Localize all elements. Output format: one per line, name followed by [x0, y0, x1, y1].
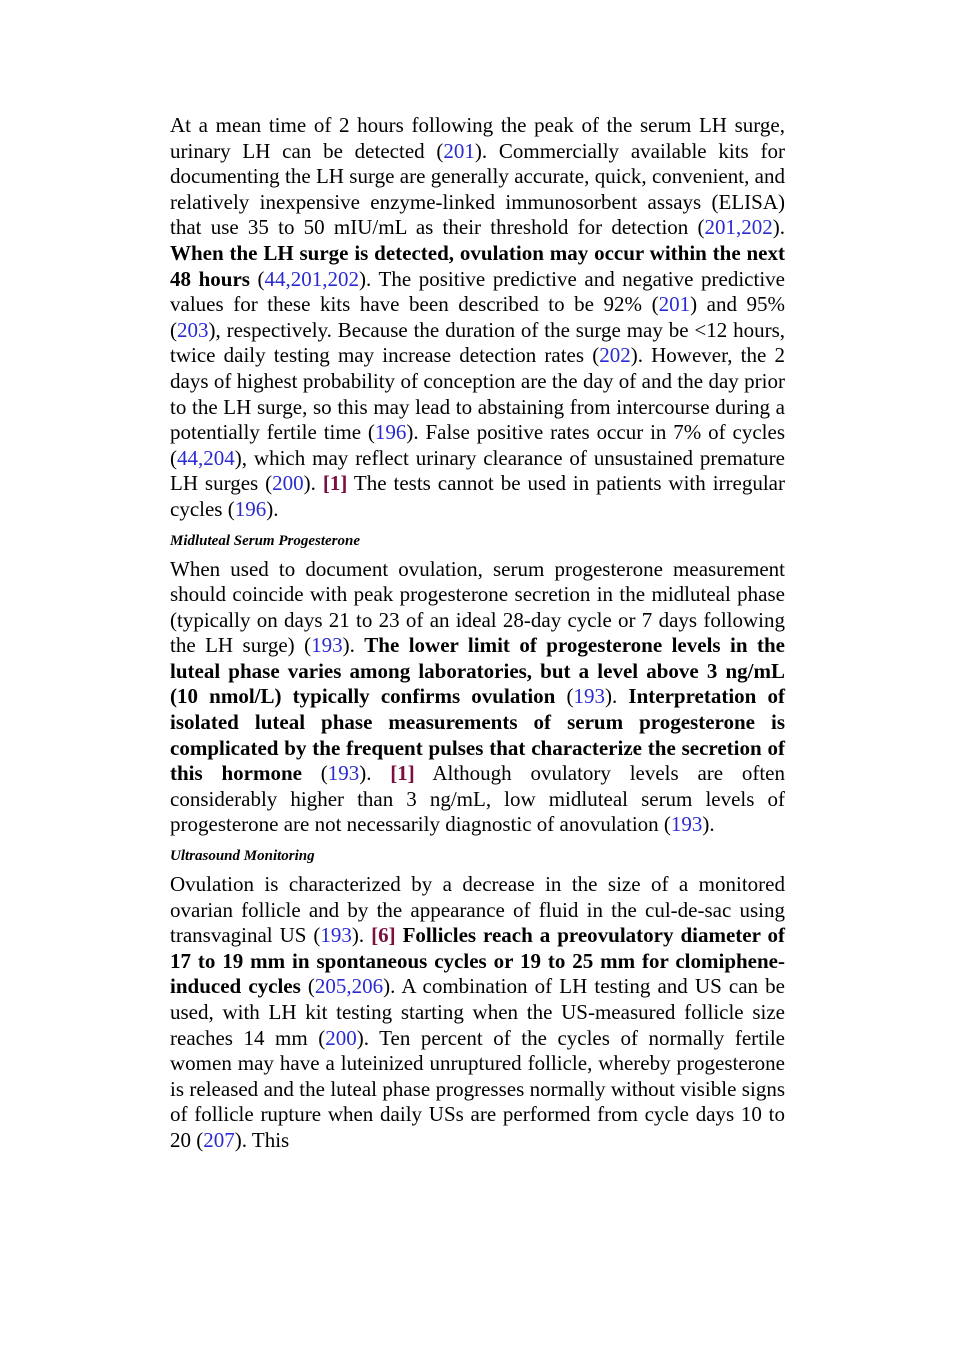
- citation-link[interactable]: 193: [573, 684, 606, 709]
- section-heading-midluteal-progesterone: Midluteal Serum Progesterone: [170, 532, 361, 549]
- text-run: (: [249, 266, 265, 291]
- citation-link[interactable]: 201: [658, 292, 691, 317]
- citation-link[interactable]: 193: [320, 923, 352, 948]
- citation-link[interactable]: 193: [311, 633, 343, 658]
- text-run: ). Commercially available kits for docum…: [170, 138, 785, 240]
- text-run: ).: [351, 923, 372, 948]
- text-run: ). False positive rates occur in 7% of c…: [170, 420, 786, 470]
- text-run: (: [555, 684, 574, 709]
- text-run: ).: [342, 633, 365, 658]
- citation-link[interactable]: 196: [374, 420, 407, 445]
- paragraph-ultrasound-monitoring: Ovulation is characterized by a decrease…: [170, 872, 785, 1154]
- citation-link[interactable]: 44,204: [177, 445, 235, 470]
- text-run: ).: [772, 215, 785, 240]
- section-heading-ultrasound-monitoring: Ultrasound Monitoring: [170, 848, 315, 865]
- text-run: Although ovulatory levels are often cons…: [170, 761, 785, 837]
- text-run: (: [300, 974, 315, 999]
- text-run: ). A combination of LH testing and US ca…: [170, 974, 785, 1050]
- bold-text: The lower limit of progesterone levels i…: [170, 633, 785, 709]
- bold-text: Follicles reach a preovulatory diameter …: [170, 923, 785, 999]
- text-run: ). This: [234, 1127, 290, 1152]
- text-run: ).: [359, 761, 391, 786]
- evidence-level-marker: [1]: [390, 761, 415, 786]
- text-run: ), which may reflect urinary clearance o…: [170, 445, 785, 496]
- citation-link[interactable]: 203: [177, 317, 209, 342]
- bold-text: When the LH surge is detected, ovulation…: [170, 240, 785, 291]
- text-run: [396, 923, 403, 947]
- text-run: ).: [266, 496, 279, 521]
- bold-text: Interpretation of isolated luteal phase …: [170, 684, 786, 786]
- text-run: ).: [605, 684, 629, 709]
- citation-link[interactable]: 196: [234, 496, 267, 521]
- citation-link[interactable]: 207: [203, 1127, 235, 1152]
- evidence-level-marker: [1]: [322, 471, 348, 496]
- text-run: (: [301, 761, 328, 786]
- evidence-level-marker: [6]: [371, 923, 396, 948]
- text-run: ) and 95% (: [170, 292, 785, 342]
- paragraph-lh-surge: At a mean time of 2 hours following the …: [170, 113, 785, 523]
- text-run: When used to document ovulation, serum p…: [170, 556, 785, 658]
- text-run: The tests cannot be used in patients wit…: [170, 471, 785, 521]
- citation-link[interactable]: 193: [670, 812, 703, 837]
- text-run: At a mean time of 2 hours following the …: [170, 113, 785, 163]
- citation-link[interactable]: 205,206: [314, 974, 384, 999]
- citation-link[interactable]: 201,202: [704, 215, 773, 240]
- citation-link[interactable]: 202: [599, 343, 631, 368]
- text-run: Ovulation is characterized by a decrease…: [170, 872, 785, 948]
- citation-link[interactable]: 201: [443, 138, 475, 163]
- text-run: ).: [702, 812, 715, 837]
- document-page: At a mean time of 2 hours following the …: [170, 113, 785, 1154]
- paragraph-midluteal-progesterone: When used to document ovulation, serum p…: [170, 557, 785, 839]
- text-run: ). The positive predictive and negative …: [170, 266, 785, 317]
- text-run: ). However, the 2 days of highest probab…: [170, 343, 785, 445]
- citation-link[interactable]: 200: [325, 1025, 357, 1050]
- text-run: ).: [303, 471, 323, 496]
- text-run: ). Ten percent of the cycles of normally…: [170, 1025, 785, 1152]
- text-run: ), respectively. Because the duration of…: [170, 317, 785, 368]
- citation-link[interactable]: 193: [327, 761, 360, 786]
- citation-link[interactable]: 200: [272, 471, 304, 496]
- citation-link[interactable]: 44,201,202: [264, 266, 360, 291]
